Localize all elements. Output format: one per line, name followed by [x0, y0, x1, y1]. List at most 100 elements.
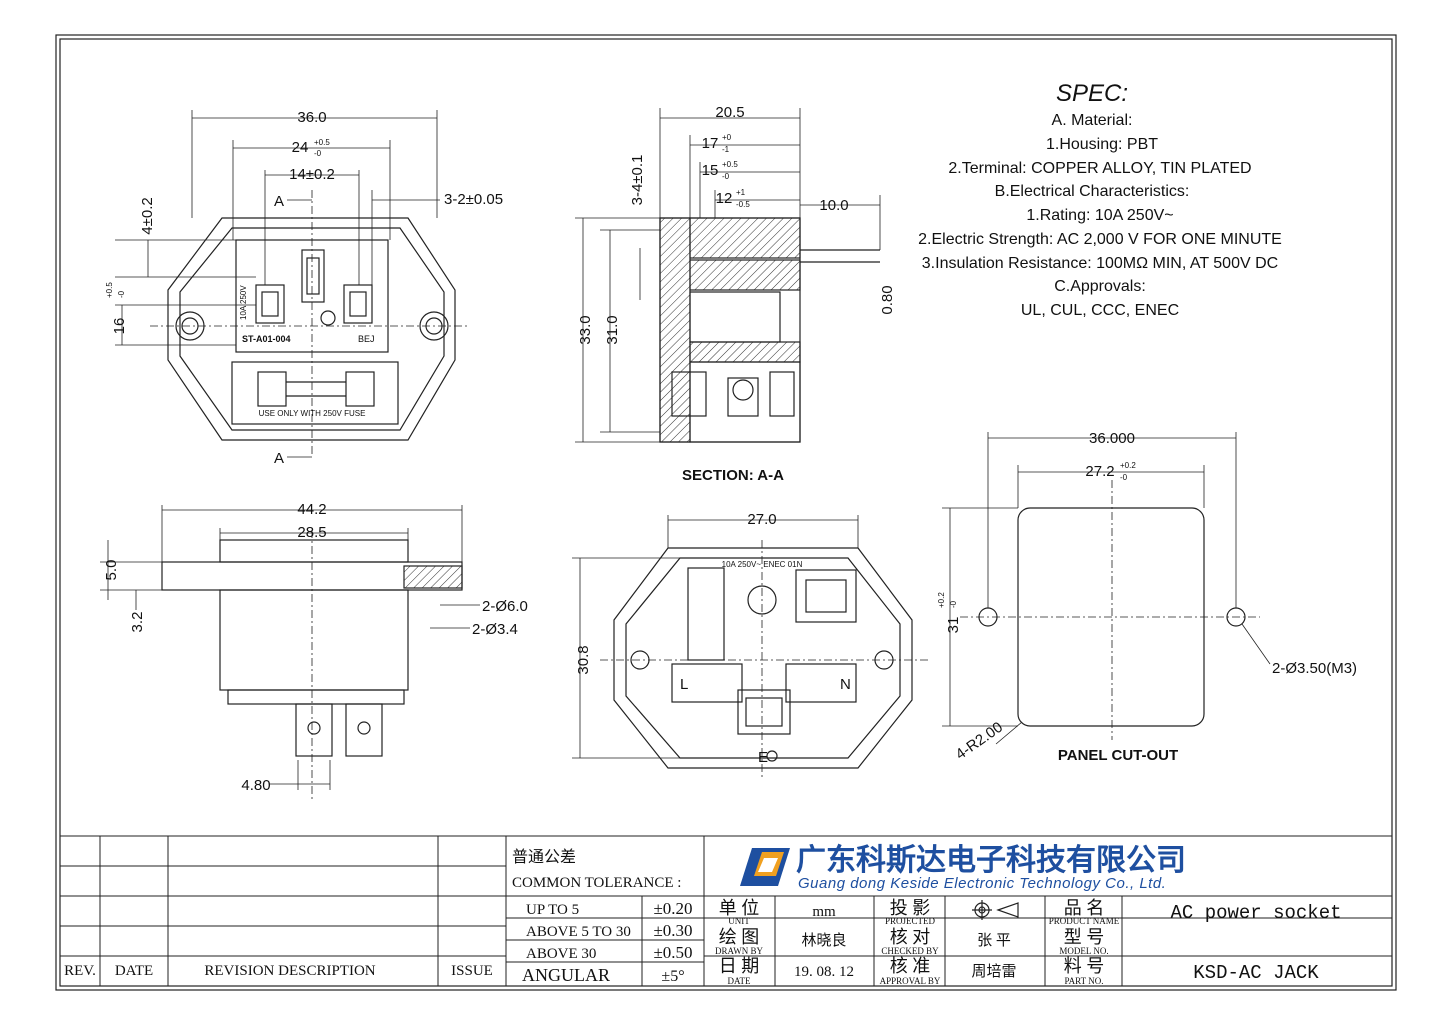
part-cn: 料 号	[1064, 956, 1105, 976]
dim-front-16-tol-up: +0.5	[105, 282, 114, 298]
back-small-text: 10A 250V~ ENEC 01N	[722, 560, 803, 569]
dim-back-27: 27.0	[747, 511, 776, 528]
title-block	[60, 835, 1392, 986]
dim-section-15: 15	[702, 162, 719, 179]
dim-side-5: 5.0	[103, 560, 120, 581]
model-cn: 型 号	[1064, 927, 1105, 947]
dim-section-15-up: +0.5	[722, 160, 738, 169]
tolerance-cn: 普通公差	[512, 848, 576, 866]
tol-value-0: ±0.20	[653, 899, 692, 918]
checked-en: CHECKED BY	[881, 946, 939, 956]
tol-range-3: ANGULAR	[522, 965, 610, 985]
front-view	[115, 110, 470, 458]
spec-line-3: B.Electrical Characteristics:	[995, 183, 1190, 200]
panel-caption: PANEL CUT-OUT	[1058, 747, 1178, 764]
dim-front-16-tol-dn: -0	[117, 290, 126, 298]
tol-value-3: ±5°	[661, 968, 684, 985]
tol-value-1: ±0.30	[653, 921, 692, 940]
unit-en: UNIT	[728, 916, 750, 926]
dim-section-20-5: 20.5	[715, 104, 744, 121]
dim-side-44-2: 44.2	[297, 501, 326, 518]
tol-value-2: ±0.50	[653, 943, 692, 962]
unit-cn: 单 位	[719, 898, 760, 918]
spec-line-7: C.Approvals:	[1054, 278, 1146, 295]
spec-line-0: A. Material:	[1052, 112, 1133, 129]
date-en: DATE	[728, 976, 751, 986]
approval-cn: 核 准	[890, 956, 931, 976]
company-name-en: Guang dong Keside Electronic Technology …	[798, 875, 1166, 892]
projection-symbol-icon	[972, 900, 1019, 920]
dim-side-28-5: 28.5	[297, 524, 326, 541]
tol-range-2: ABOVE 30	[526, 946, 596, 962]
dim-panel-31-dn: -0	[949, 600, 958, 608]
dim-section-0-80: 0.80	[879, 285, 896, 314]
spec-line-2: 2.Terminal: COPPER ALLOY, TIN PLATED	[948, 160, 1251, 177]
section-mark-a-bottom: A	[274, 450, 284, 467]
dim-panel-31: 31	[945, 617, 962, 634]
col-rev: REV.	[64, 963, 96, 979]
col-date: DATE	[115, 963, 153, 979]
product-en: PRODUCT NAME	[1049, 916, 1120, 926]
dim-panel-27-2-dn: -0	[1120, 473, 1128, 482]
front-rating-small: 10A 250V	[239, 285, 248, 320]
projected-en: PROJECTED	[885, 916, 936, 926]
approval-en: APPROVAL BY	[880, 976, 941, 986]
section-caption: SECTION: A-A	[682, 467, 784, 484]
spec-line-8: UL, CUL, CCC, ENEC	[1021, 302, 1179, 319]
section-mark-a-top: A	[274, 193, 284, 210]
spec-line-6: 3.Insulation Resistance: 100MΩ MIN, AT 5…	[922, 255, 1278, 272]
dim-front-3-2: 3-2±0.05	[444, 191, 503, 208]
dim-section-12: 12	[716, 190, 733, 207]
back-label-n: N	[840, 676, 851, 693]
dim-panel-31-up: +0.2	[937, 592, 946, 608]
panel-cutout	[942, 432, 1271, 745]
dim-section-3-4: 3-4±0.1	[629, 155, 646, 206]
date-value: 19. 08. 12	[794, 964, 854, 980]
dim-section-33: 33.0	[577, 315, 594, 344]
tol-range-1: ABOVE 5 TO 30	[526, 924, 631, 940]
side-view	[100, 505, 480, 800]
dim-panel-36: 36.000	[1089, 430, 1135, 447]
dim-side-hole-6: 2-Ø6.0	[482, 598, 528, 615]
dim-panel-27-2-up: +0.2	[1120, 461, 1136, 470]
dim-front-24-tol-up: +0.5	[314, 138, 330, 147]
drawn-en: DRAWN BY	[715, 946, 764, 956]
product-cn: 品 名	[1064, 898, 1105, 918]
spec-line-5: 2.Electric Strength: AC 2,000 V FOR ONE …	[918, 231, 1282, 248]
dim-side-hole-3-4: 2-Ø3.4	[472, 621, 518, 638]
front-fuse-text: USE ONLY WITH 250V FUSE	[259, 409, 366, 418]
dim-front-24-tol-dn: -0	[314, 149, 322, 158]
col-revision-description: REVISION DESCRIPTION	[204, 963, 375, 979]
dim-panel-radius: 4-R2.00	[953, 719, 1006, 764]
dim-section-17-dn: -1	[722, 145, 730, 154]
spec-title: SPEC:	[1056, 80, 1128, 107]
section-view	[575, 108, 881, 443]
part-en: PART NO.	[1065, 976, 1104, 986]
dim-front-width: 36.0	[297, 109, 326, 126]
front-part-no: ST-A01-004	[242, 334, 291, 344]
dim-section-12-up: +1	[736, 188, 746, 197]
front-bej: BEJ	[358, 334, 375, 344]
tol-range-0: UP TO 5	[526, 902, 579, 918]
dim-front-4: 4±0.2	[139, 197, 156, 234]
dim-front-16: 16	[111, 318, 128, 335]
model-en: MODEL NO.	[1059, 946, 1108, 956]
dim-front-24: 24	[292, 139, 309, 156]
col-issue: ISSUE	[451, 963, 493, 979]
drawn-cn: 绘 图	[719, 927, 760, 947]
dim-section-15-dn: -0	[722, 172, 730, 181]
approval-value: 周培雷	[971, 963, 1016, 980]
dim-section-12-dn: -0.5	[736, 200, 750, 209]
dim-panel-27-2: 27.2	[1085, 463, 1114, 480]
company-name-cn: 广东科斯达电子科技有限公司	[796, 843, 1186, 878]
outer-border	[55, 34, 1397, 991]
back-label-e: E	[758, 749, 768, 766]
back-label-l: L	[680, 676, 688, 693]
dim-section-17-up: +0	[722, 133, 732, 142]
projected-cn: 投 影	[890, 898, 931, 918]
dim-side-3-2: 3.2	[129, 612, 146, 633]
date-cn: 日 期	[719, 956, 760, 976]
dim-section-10: 10.0	[819, 197, 848, 214]
checked-cn: 核 对	[890, 927, 931, 947]
